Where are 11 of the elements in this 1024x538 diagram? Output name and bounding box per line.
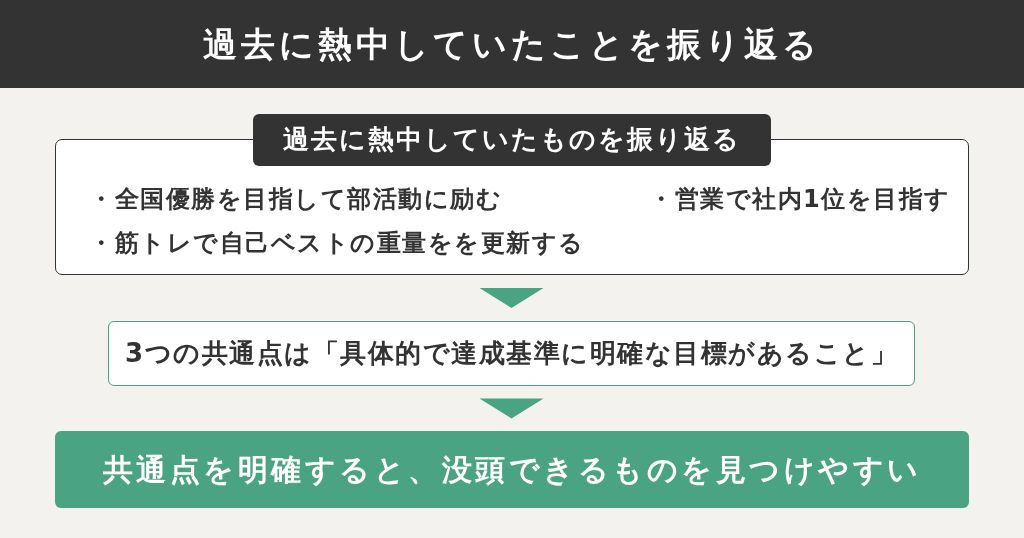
conclusion-text: 共通点を明確すると、没頭できるものを見つけやすい	[102, 451, 922, 488]
section-heading: 過去に熱中していたものを振り返る	[253, 114, 771, 166]
bullet-item: ・全国優勝を目指して部活動に励む	[89, 185, 502, 214]
summary-box	[108, 321, 915, 386]
bullet-item: ・筋トレで自己ベストの重量をを更新する	[89, 229, 585, 258]
arrow	[479, 398, 544, 419]
summary-text: 3つの共通点は「具体的で達成基準に明確な目標があること」	[125, 337, 899, 370]
conclusion-banner	[55, 431, 969, 508]
title-banner: 過去に熱中していたことを振り返る	[0, 0, 1024, 88]
arrow	[479, 288, 544, 308]
bullet-item: ・営業で社内1位を目指す	[649, 185, 951, 214]
